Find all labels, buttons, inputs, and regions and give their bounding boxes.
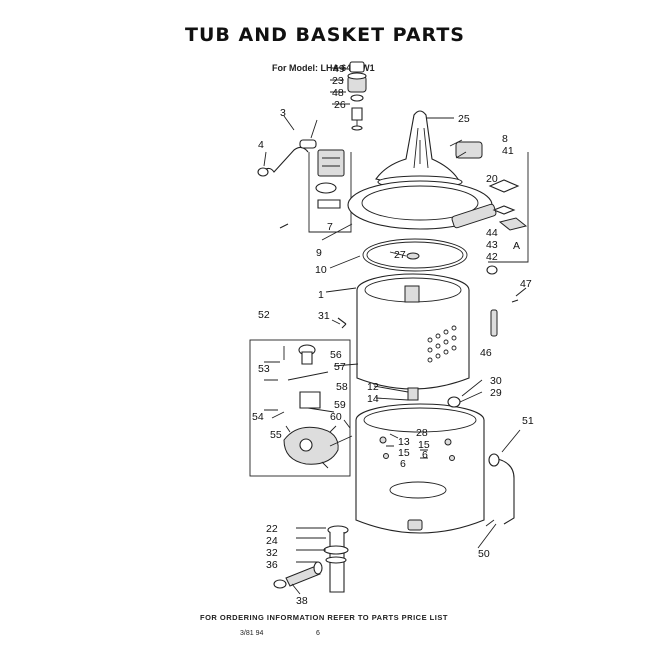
callout-44: 44 [486, 227, 498, 239]
callout-15-right: 15 [418, 439, 430, 451]
callout-9: 9 [316, 247, 322, 259]
callout-1: 1 [318, 289, 324, 301]
callout-41: 41 [502, 145, 514, 157]
callout-12: 12 [367, 381, 379, 393]
leader-lines [263, 67, 521, 595]
callout-38: 38 [296, 595, 308, 607]
callout-labels: 49 23 48 26 3 4 7 25 8 41 20 44 43 42 A … [252, 63, 534, 607]
drain-hose-group [273, 525, 349, 593]
callout-60: 60 [330, 411, 342, 423]
callout-24: 24 [266, 535, 278, 547]
callout-36: 36 [266, 559, 278, 571]
callout-28: 28 [416, 427, 428, 439]
callout-8: 8 [502, 133, 508, 145]
callout-32: 32 [266, 547, 278, 559]
callout-20: 20 [486, 173, 498, 185]
callout-22: 22 [266, 523, 278, 535]
basket [337, 273, 498, 390]
callout-56: 56 [330, 349, 342, 361]
callout-54: 54 [252, 411, 264, 423]
callout-46: 46 [480, 347, 492, 359]
callout-a: A [513, 240, 520, 252]
callout-50: 50 [478, 548, 490, 560]
callout-27: 27 [394, 249, 406, 261]
callout-23: 23 [332, 75, 344, 87]
callout-26: 26 [334, 99, 346, 111]
ordering-info-note: FOR ORDERING INFORMATION REFER TO PARTS … [200, 613, 448, 622]
callout-25: 25 [458, 113, 470, 125]
callout-7: 7 [327, 221, 333, 233]
callout-13: 13 [398, 436, 410, 448]
callout-10: 10 [315, 264, 327, 276]
page-title: TUB AND BASKET PARTS [185, 24, 465, 46]
callout-29: 29 [490, 387, 502, 399]
callout-6-right: 6 [422, 449, 428, 461]
print-date: 3/81 94 [240, 630, 264, 637]
callout-42: 42 [486, 251, 498, 263]
callout-3: 3 [280, 107, 286, 119]
hose-and-switch-group [257, 139, 352, 233]
callout-43: 43 [486, 239, 498, 251]
dispenser-parts-group [486, 152, 529, 303]
tub-gasket [362, 238, 468, 272]
page-number: 6 [316, 630, 320, 637]
callout-59: 59 [334, 399, 346, 411]
callout-53: 53 [258, 363, 270, 375]
callout-31: 31 [318, 310, 330, 322]
callout-4: 4 [258, 139, 264, 151]
agitator-cap-stack [347, 61, 367, 131]
pump-assembly-group [249, 339, 351, 477]
callout-6-left: 6 [400, 458, 406, 470]
agitator [375, 110, 463, 189]
callout-55: 55 [270, 429, 282, 441]
callout-15-left: 15 [398, 447, 410, 459]
callout-47: 47 [520, 278, 532, 290]
callout-52: 52 [258, 309, 270, 321]
callout-58: 58 [336, 381, 348, 393]
outer-tub [355, 387, 515, 534]
callout-30: 30 [490, 375, 502, 387]
callout-48: 48 [332, 87, 344, 99]
model-number: For Model: LHA 6480W1 [272, 63, 375, 73]
callout-49: 49 [333, 63, 345, 75]
callout-57: 57 [334, 361, 346, 373]
callout-14: 14 [367, 393, 379, 405]
callout-51: 51 [522, 415, 534, 427]
